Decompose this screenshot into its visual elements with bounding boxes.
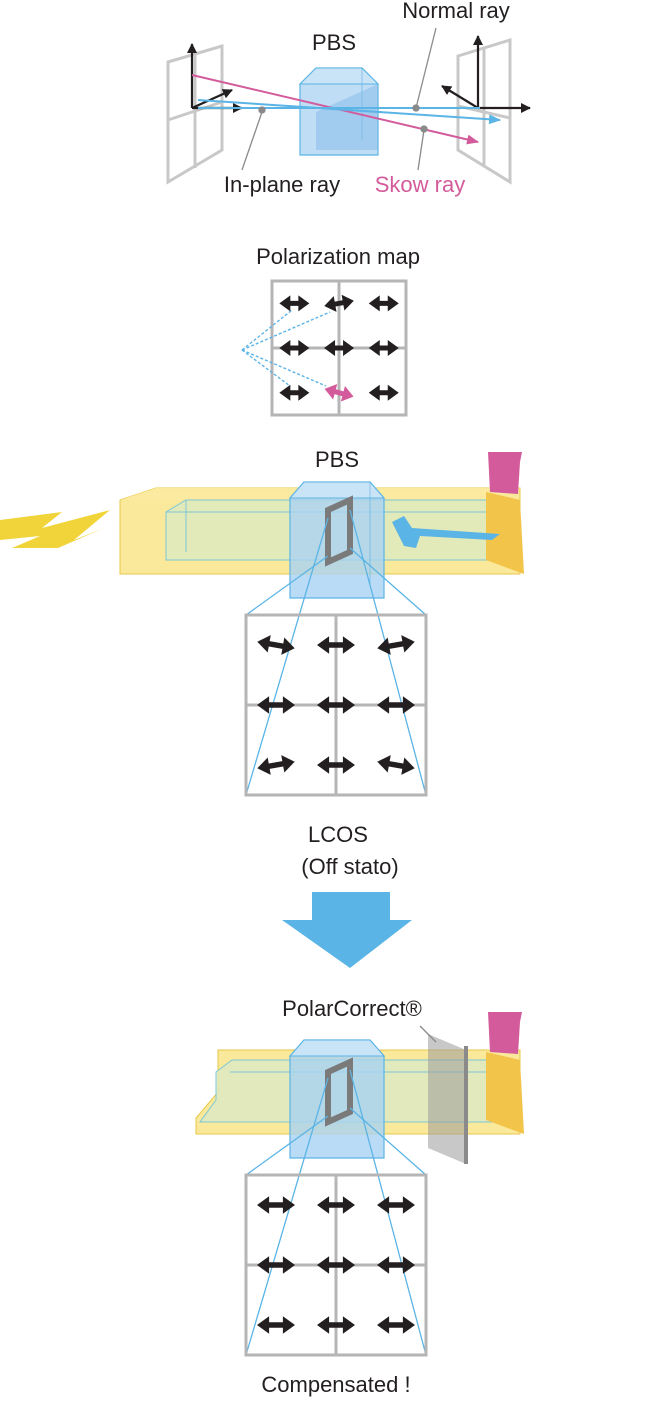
polarization-arrow xyxy=(257,696,295,714)
top-ray-diagram: PBS Normal ray In-plane ray Skow ray xyxy=(166,0,531,197)
normal-ray-label: Normal ray xyxy=(402,0,510,23)
polarization-arrow xyxy=(324,383,354,402)
in-plane-ray-label: In-plane ray xyxy=(224,172,340,197)
polarization-wave-icon xyxy=(392,516,500,548)
right-plane xyxy=(456,37,512,185)
down-arrow-icon xyxy=(282,892,412,968)
pbs-label-top: PBS xyxy=(312,30,356,55)
in-plane-ray xyxy=(197,99,501,125)
polarcorrect-label: PolarCorrect® xyxy=(282,996,422,1021)
pbs-cube-top xyxy=(298,67,380,156)
pink-device xyxy=(488,452,522,494)
uncorrected-system: PBS xyxy=(0,447,524,797)
polarization-arrow xyxy=(317,696,355,714)
corrected-system: PolarCorrect® Compensated xyxy=(195,996,524,1397)
polarization-arrow xyxy=(317,1196,355,1214)
polarization-arrow xyxy=(377,755,415,775)
polarization-arrow xyxy=(279,340,310,357)
uncorrected-arrows xyxy=(257,635,415,775)
corrected-arrows xyxy=(257,1196,415,1334)
lcos-panel-2 xyxy=(325,1057,353,1127)
pink-device-2 xyxy=(488,1012,522,1054)
polarization-arrow xyxy=(257,1316,295,1334)
right-axes xyxy=(441,35,531,113)
polarization-arrow xyxy=(257,755,295,775)
pbs-cube-mid xyxy=(288,481,386,599)
rays xyxy=(191,74,501,145)
compensated-label: Compensated ! xyxy=(261,1372,410,1397)
transition: LCOS (Off stato) xyxy=(282,822,412,968)
polarization-arrow xyxy=(377,696,415,714)
polarization-arrow xyxy=(368,384,399,401)
map-leaders xyxy=(241,309,331,387)
transition-line2: (Off stato) xyxy=(301,854,398,879)
polarization-map-title: Polarization map xyxy=(256,244,420,269)
polarization-arrow xyxy=(317,636,355,654)
polarization-arrow xyxy=(324,294,354,312)
polarization-arrow xyxy=(317,756,355,774)
skew-ray-label: Skow ray xyxy=(375,172,465,197)
polarization-arrow xyxy=(324,340,355,357)
pbs-label-mid: PBS xyxy=(315,447,359,472)
left-plane xyxy=(166,43,224,185)
polarcorrect-plate xyxy=(428,1034,466,1164)
polarization-arrow xyxy=(257,635,295,655)
leaders xyxy=(241,27,437,171)
polarization-arrow xyxy=(377,1256,415,1274)
polarization-arrow xyxy=(257,1196,295,1214)
polarization-map: Polarization map xyxy=(241,244,420,417)
transition-line1: LCOS xyxy=(308,822,368,847)
polarization-arrow xyxy=(317,1316,355,1334)
polarization-arrow xyxy=(377,635,415,655)
polarization-arrow xyxy=(368,295,399,312)
pbs-cube-bottom xyxy=(288,1039,386,1159)
polarization-arrow xyxy=(279,295,310,312)
light-source-icon xyxy=(0,510,110,548)
polarization-arrow xyxy=(317,1256,355,1274)
map-arrows xyxy=(279,294,399,402)
polarization-arrow xyxy=(257,1256,295,1274)
polarization-arrow xyxy=(279,384,310,401)
lcos-panel xyxy=(325,495,353,567)
polarization-arrow xyxy=(368,340,399,357)
polarization-arrow xyxy=(377,1196,415,1214)
polarization-arrow xyxy=(377,1316,415,1334)
